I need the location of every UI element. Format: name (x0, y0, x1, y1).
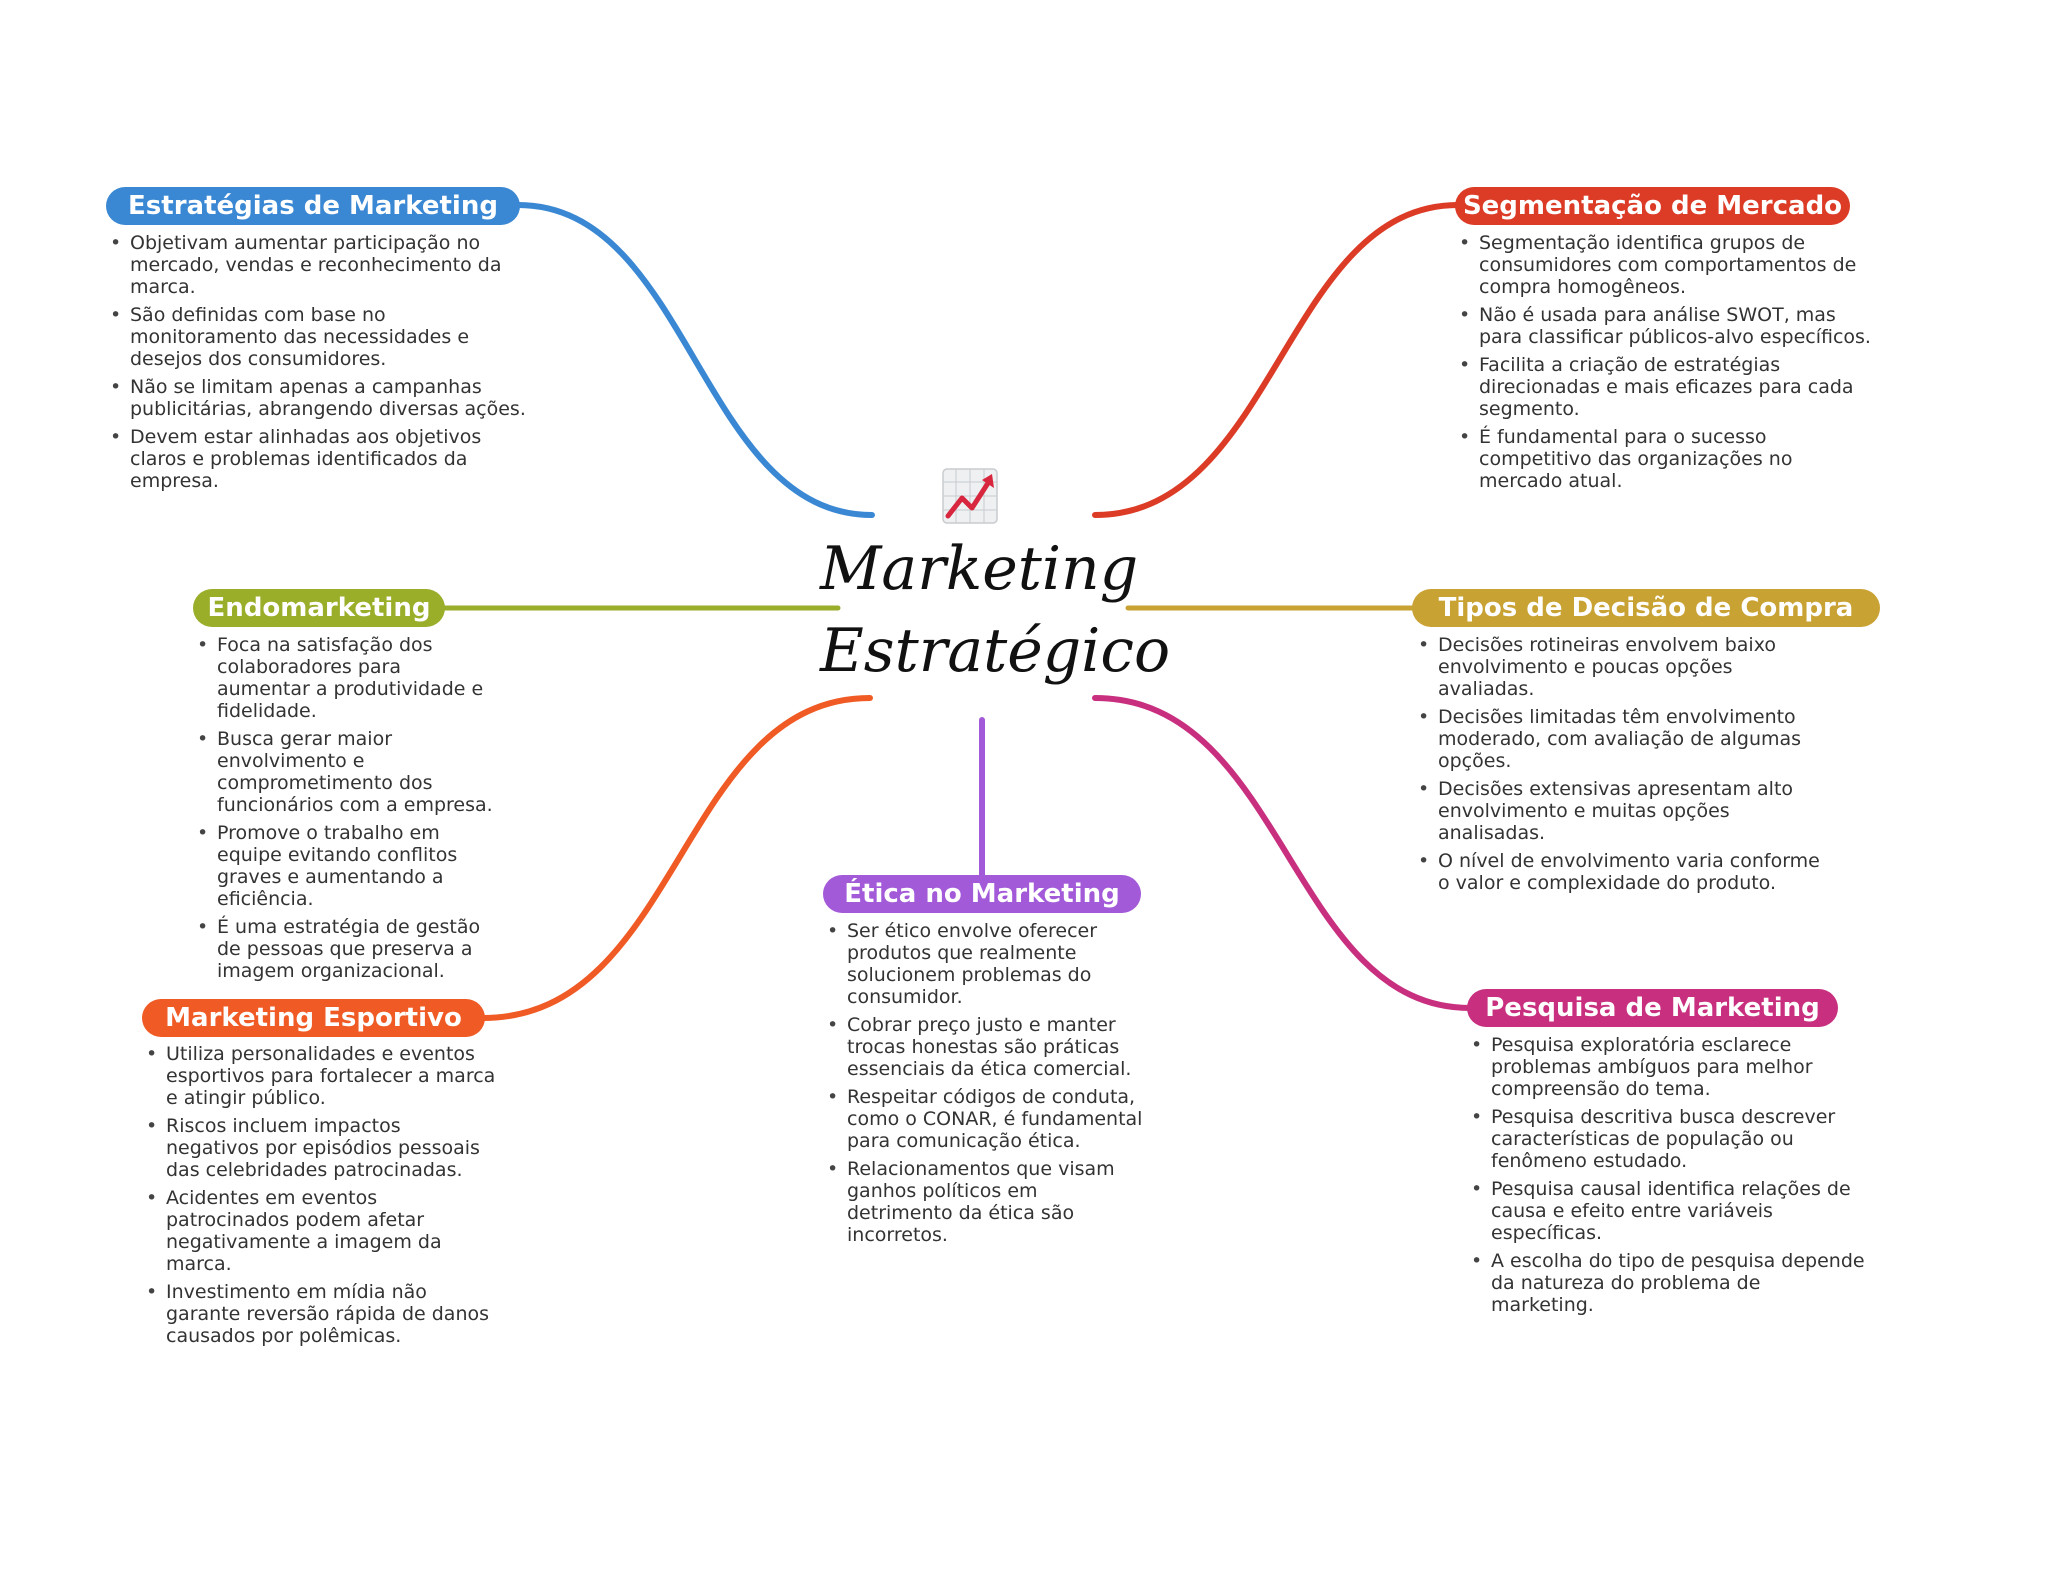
bullet-item: A escolha do tipo de pesquisa depende da… (1467, 1250, 1867, 1316)
bullet-item: É uma estratégia de gestão de pessoas qu… (193, 916, 498, 982)
bullet-item: Promove o trabalho em equipe evitando co… (193, 822, 498, 910)
topic-title: Segmentação de Mercado (1462, 191, 1843, 221)
bullet-item: Utiliza personalidades e eventos esporti… (142, 1043, 497, 1109)
topic-title: Estratégias de Marketing (128, 191, 498, 221)
bullet-item: Acidentes em eventos patrocinados podem … (142, 1187, 497, 1275)
topic-etica-pill[interactable]: Ética no Marketing (823, 875, 1141, 913)
topic-title: Pesquisa de Marketing (1485, 993, 1820, 1023)
bullet-item: O nível de envolvimento varia conforme o… (1414, 850, 1834, 894)
bullet-item: Pesquisa exploratória esclarece problema… (1467, 1034, 1867, 1100)
topic-estrategias-pill[interactable]: Estratégias de Marketing (106, 187, 520, 225)
bullet-item: Riscos incluem impactos negativos por ep… (142, 1115, 497, 1181)
topic-title: Tipos de Decisão de Compra (1438, 593, 1854, 623)
bullet-item: Devem estar alinhadas aos objetivos clar… (106, 426, 526, 492)
topic-endomarketing-pill[interactable]: Endomarketing (193, 589, 445, 627)
bullet-item: Pesquisa descritiva busca descrever cara… (1467, 1106, 1867, 1172)
topic-esportivo-bullets: Utiliza personalidades e eventos esporti… (142, 1043, 497, 1353)
bullet-item: É fundamental para o sucesso competitivo… (1455, 426, 1875, 492)
connector-pesquisa (1092, 695, 1473, 1011)
bullet-item: Cobrar preço justo e manter trocas hones… (823, 1014, 1148, 1080)
bullet-item: Decisões extensivas apresentam alto envo… (1414, 778, 1834, 844)
topic-etica-bullets: Ser ético envolve oferecer produtos que … (823, 920, 1148, 1252)
connector-esportivo (480, 695, 873, 1021)
bullet-item: Decisões rotineiras envolvem baixo envol… (1414, 634, 1834, 700)
topic-endomarketing-bullets: Foca na satisfação dos colaboradores par… (193, 634, 498, 988)
bullet-item: Segmentação identifica grupos de consumi… (1455, 232, 1875, 298)
topic-tipos-bullets: Decisões rotineiras envolvem baixo envol… (1414, 634, 1834, 900)
topic-title: Marketing Esportivo (165, 1003, 462, 1033)
topic-esportivo-pill[interactable]: Marketing Esportivo (142, 999, 485, 1037)
bullet-item: Investimento em mídia não garante revers… (142, 1281, 497, 1347)
bullet-item: Não se limitam apenas a campanhas public… (106, 376, 526, 420)
topic-estrategias-bullets: Objetivam aumentar participação no merca… (106, 232, 526, 498)
connector-estrategias (515, 202, 875, 518)
bullet-item: Facilita a criação de estratégias direci… (1455, 354, 1875, 420)
chart-increasing-icon (942, 468, 998, 524)
bullet-item: Não é usada para análise SWOT, mas para … (1455, 304, 1875, 348)
topic-pesquisa-pill[interactable]: Pesquisa de Marketing (1467, 989, 1838, 1027)
bullet-item: Respeitar códigos de conduta, como o CON… (823, 1086, 1148, 1152)
topic-title: Ética no Marketing (844, 879, 1120, 909)
topic-pesquisa-bullets: Pesquisa exploratória esclarece problema… (1467, 1034, 1867, 1322)
bullet-item: Busca gerar maior envolvimento e comprom… (193, 728, 498, 816)
connector-segmentacao (1092, 202, 1461, 518)
topic-title: Endomarketing (207, 593, 431, 623)
topic-segmentacao-pill[interactable]: Segmentação de Mercado (1455, 187, 1850, 225)
bullet-item: Foca na satisfação dos colaboradores par… (193, 634, 498, 722)
bullet-item: Decisões limitadas têm envolvimento mode… (1414, 706, 1834, 772)
bullet-item: Ser ético envolve oferecer produtos que … (823, 920, 1148, 1008)
bullet-item: São definidas com base no monitoramento … (106, 304, 526, 370)
topic-tipos-pill[interactable]: Tipos de Decisão de Compra (1412, 589, 1880, 627)
bullet-item: Pesquisa causal identifica relações de c… (1467, 1178, 1867, 1244)
bullet-item: Objetivam aumentar participação no merca… (106, 232, 526, 298)
central-title: Marketing Estratégico (820, 534, 1171, 686)
bullet-item: Relacionamentos que visam ganhos polític… (823, 1158, 1148, 1246)
topic-segmentacao-bullets: Segmentação identifica grupos de consumi… (1455, 232, 1875, 498)
